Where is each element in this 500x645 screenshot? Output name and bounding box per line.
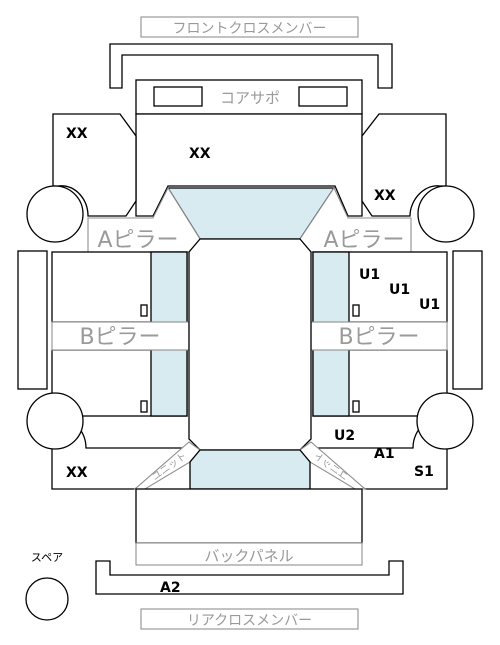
code-rear-left-fender: XX xyxy=(66,465,88,481)
code-front-right-door-1: U1 xyxy=(359,267,380,283)
code-front-left-fender: XX xyxy=(66,126,88,142)
b-pillar-right[interactable] xyxy=(310,321,448,351)
front-cross-member-box xyxy=(140,16,359,38)
rear-left-wheel[interactable] xyxy=(26,392,84,450)
back-panel-label: バックパネル xyxy=(204,547,293,565)
front-left-wheel[interactable] xyxy=(26,185,84,243)
roof[interactable] xyxy=(188,238,312,451)
rear-left-door-handle-icon xyxy=(140,400,148,413)
core-support-label: コアサポ xyxy=(220,89,280,107)
rear-cross-member-label: リアクロスメンバー xyxy=(187,613,312,629)
right-side-step[interactable] xyxy=(452,250,483,390)
rear-cross-member-box xyxy=(140,608,359,630)
code-rear-right-fender-1: A1 xyxy=(374,446,395,462)
rear-right-door-handle-icon xyxy=(352,400,360,413)
rear-right-wheel[interactable] xyxy=(416,392,474,450)
spare-tire[interactable] xyxy=(25,577,69,621)
left-side-step[interactable] xyxy=(17,250,48,390)
c-pillar-left[interactable] xyxy=(133,441,201,490)
b-pillar-left-label: Bピラー xyxy=(79,325,160,350)
a-pillar-left-label: Aピラー xyxy=(97,228,178,253)
code-front-right-door-2: U1 xyxy=(389,282,410,298)
trunk[interactable] xyxy=(135,488,363,544)
core-support-left-slot xyxy=(153,86,203,107)
code-trunk: A2 xyxy=(160,580,181,596)
c-pillar-right[interactable] xyxy=(299,441,367,490)
rear-bumper[interactable] xyxy=(95,560,404,595)
code-rear-right-door: U2 xyxy=(334,428,355,444)
front-cross-member-label: フロントクロスメンバー xyxy=(173,21,327,37)
back-panel-box[interactable] xyxy=(135,542,363,566)
b-pillar-left[interactable] xyxy=(51,321,190,351)
front-bumper[interactable] xyxy=(109,43,393,89)
front-right-door-handle-icon xyxy=(352,304,360,317)
b-pillar-right-label: Bピラー xyxy=(338,325,419,350)
code-front-right-door-3: U1 xyxy=(419,297,440,313)
code-hood: XX xyxy=(189,146,211,162)
core-support-right-slot xyxy=(298,86,348,107)
a-pillar-right-label: Aピラー xyxy=(323,228,404,253)
rear-window[interactable] xyxy=(189,449,311,490)
front-right-wheel[interactable] xyxy=(417,185,475,243)
code-front-right-fender: XX xyxy=(374,188,396,204)
code-rear-right-fender-2: S1 xyxy=(414,464,434,480)
spare-label: スペア xyxy=(31,551,63,564)
front-left-door-handle-icon xyxy=(140,304,148,317)
